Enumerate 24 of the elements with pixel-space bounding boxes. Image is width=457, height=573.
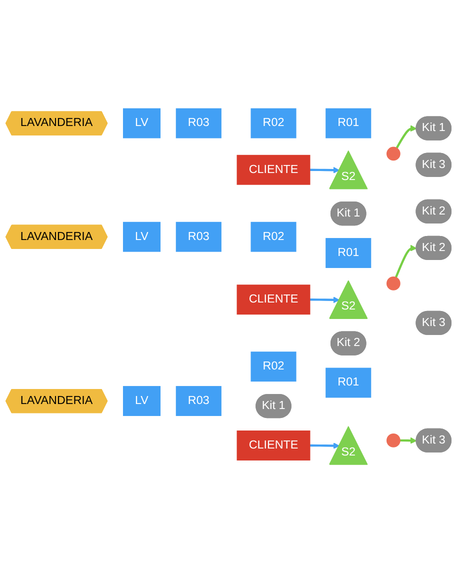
node-box: LV [122,108,161,138]
node-circle [386,434,400,448]
node-box: R02 [250,222,296,252]
node-circle [386,146,400,161]
arrow [394,244,417,278]
arrow [310,296,340,304]
arrow [310,166,340,174]
arrow [310,442,340,449]
node-box: R03 [176,222,222,252]
node-box: R03 [176,386,222,416]
node-box: R02 [250,108,296,138]
node-box: R03 [176,108,222,138]
node-box: LV [122,386,161,416]
node-box: LV [122,222,161,252]
node-box: CLIENTE [236,154,310,185]
node-box: R02 [250,352,296,382]
arrow [396,125,417,149]
node-box: R01 [326,238,372,268]
node-circle [386,276,400,290]
node-box: R01 [326,368,372,398]
node-box: CLIENTE [236,284,310,315]
node-box: R01 [326,108,372,138]
arrow [400,437,417,444]
node-box: CLIENTE [236,430,310,460]
